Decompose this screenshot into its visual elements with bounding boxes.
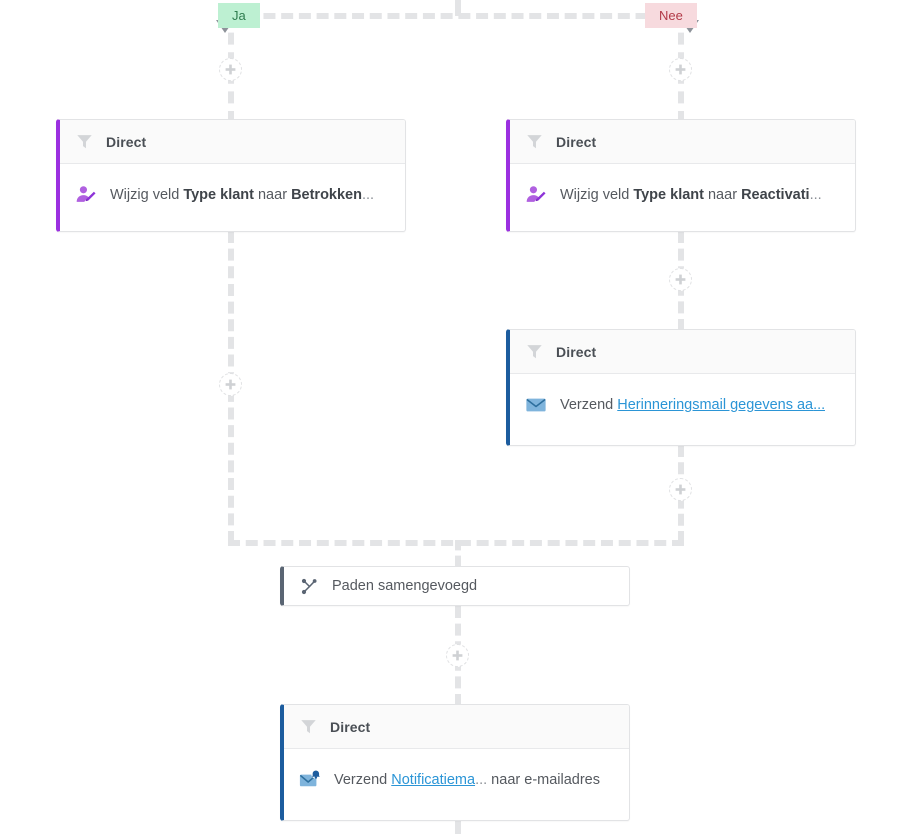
workflow-card-left-wijzig[interactable]: Direct Wijzig veld Type klant naar Betro… [56, 119, 406, 232]
add-step-button-left-top[interactable] [219, 58, 242, 81]
card-header-label: Direct [556, 133, 597, 150]
text-bold-1: Type klant [183, 186, 254, 203]
notification-template-link[interactable]: Notificatiema [391, 771, 476, 788]
text-bold-1: Type klant [633, 186, 704, 203]
card-body: Verzend Notificatiema... naar e-mailadre… [284, 749, 629, 811]
card-body: Wijzig veld Type klant naar Reactivati..… [510, 164, 855, 226]
connector-top-stem [455, 0, 461, 16]
add-step-button-right-top[interactable] [669, 58, 692, 81]
text-plain-2: naar [253, 186, 292, 203]
card-header: Direct [510, 330, 855, 374]
envelope-icon [524, 393, 548, 417]
add-step-button-center-low[interactable] [446, 644, 469, 667]
card-header-label: Direct [556, 343, 597, 360]
card-body-text: Verzend Notificatiema... naar e-mailadre… [334, 771, 600, 790]
card-body: Verzend Herinneringsmail gegevens aa... [510, 374, 855, 436]
plus-icon [225, 379, 236, 390]
text-bold-2: Reactivati [741, 186, 810, 203]
card-header: Direct [60, 120, 405, 164]
plus-icon [225, 64, 236, 75]
card-header: Direct [510, 120, 855, 164]
envelope-badge-icon [298, 768, 322, 792]
card-body-text: Verzend Herinneringsmail gegevens aa... [560, 396, 825, 415]
user-edit-icon [74, 183, 98, 207]
user-edit-icon [524, 183, 548, 207]
text-plain-1: Verzend [560, 396, 618, 413]
plus-icon [675, 64, 686, 75]
text-ellipsis: ... [475, 771, 488, 788]
connector-merge-stem [455, 540, 461, 566]
workflow-card-bottom-notificatie[interactable]: Direct Verzend Notificatiema... naar e-m… [280, 704, 630, 821]
connector-split-horizontal [228, 13, 683, 19]
text-plain-2: naar [703, 186, 742, 203]
text-ellipsis: ... [809, 186, 822, 203]
text-plain-1: Wijzig veld [110, 186, 184, 203]
add-step-button-right-mid[interactable] [669, 268, 692, 291]
card-body-text: Wijzig veld Type klant naar Betrokken... [110, 186, 374, 205]
plus-icon [452, 650, 463, 661]
workflow-card-right-herinnering[interactable]: Direct Verzend Herinneringsmail gegevens… [506, 329, 856, 446]
text-link-ellipsis: ... [813, 396, 826, 413]
funnel-icon [524, 342, 544, 362]
merge-paths-icon [298, 575, 320, 597]
card-header-label: Direct [106, 133, 147, 150]
add-step-button-right-low[interactable] [669, 478, 692, 501]
branch-label-nee[interactable]: Nee [645, 3, 697, 28]
connector-bottom-exit [455, 818, 461, 834]
text-bold-2: Betrokken [291, 186, 362, 203]
plus-icon [675, 484, 686, 495]
text-plain-2: naar [487, 771, 525, 788]
text-plain-1: Verzend [334, 771, 392, 788]
text-plain-1: Wijzig veld [560, 186, 634, 203]
card-body: Wijzig veld Type klant naar Betrokken... [60, 164, 405, 226]
funnel-icon [298, 717, 318, 737]
branch-label-ja[interactable]: Ja [218, 3, 260, 28]
card-header: Direct [284, 705, 629, 749]
merge-node-label: Paden samengevoegd [332, 578, 478, 594]
merge-paths-node[interactable]: Paden samengevoegd [280, 566, 630, 606]
funnel-icon [524, 132, 544, 152]
add-step-button-left-mid[interactable] [219, 373, 242, 396]
email-address-token[interactable]: e-mailadres [524, 771, 600, 790]
email-template-link[interactable]: Herinneringsmail gegevens aa [617, 396, 814, 413]
card-body-text: Wijzig veld Type klant naar Reactivati..… [560, 186, 822, 205]
text-ellipsis: ... [361, 186, 375, 203]
card-header-label: Direct [330, 718, 371, 735]
plus-icon [675, 274, 686, 285]
funnel-icon [74, 132, 94, 152]
workflow-card-right-wijzig[interactable]: Direct Wijzig veld Type klant naar React… [506, 119, 856, 232]
